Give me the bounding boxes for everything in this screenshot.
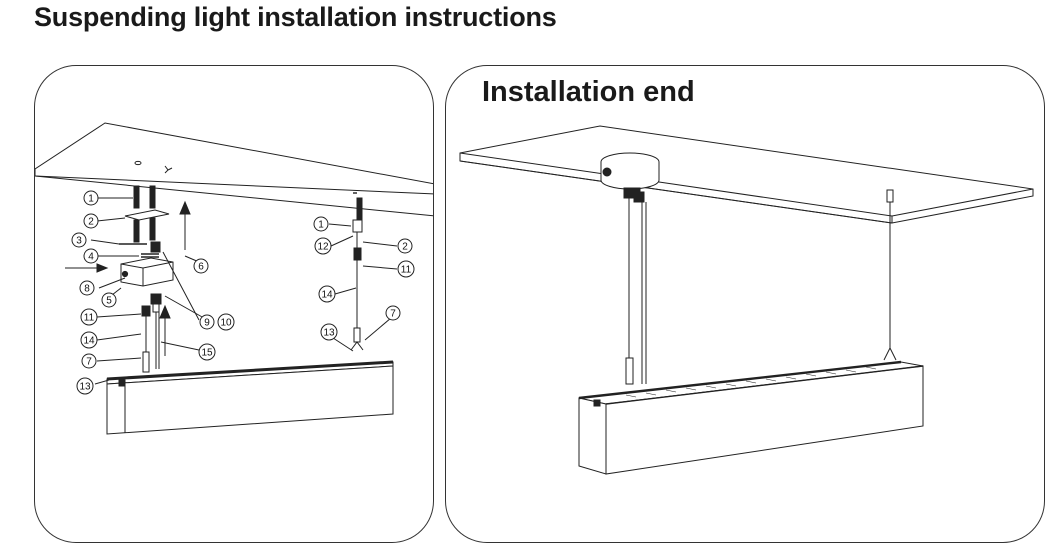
callout-13a: 13 [76,377,94,395]
callout-4: 4 [83,248,99,264]
screw-2b [149,217,156,241]
callout-6: 6 [193,258,209,274]
svg-text:8: 8 [84,284,90,295]
ceiling-plate [459,125,1034,224]
svg-text:7: 7 [390,309,396,320]
svg-text:11: 11 [401,265,412,276]
callout-5: 5 [101,292,117,308]
panel-heading: Installation end [482,76,695,108]
callout-3: 3 [71,232,87,248]
callout-10: 10 [217,313,235,331]
svg-text:4: 4 [88,252,94,263]
exploded-diagram: 1 2 3 4 6 8 5 9 10 11 14 15 7 13 1 12 2 … [35,122,433,435]
svg-text:6: 6 [198,262,204,273]
ceiling-clip [886,189,894,203]
svg-text:12: 12 [317,242,329,253]
ceiling-hole [134,160,142,166]
svg-text:10: 10 [220,318,232,329]
svg-text:1: 1 [318,220,324,231]
callout-7a: 7 [81,353,97,369]
svg-text:2: 2 [88,217,94,228]
canopy [120,257,174,287]
screw-1b [149,185,156,209]
nut [150,241,161,253]
callout-11a: 11 [80,308,98,326]
svg-text:14: 14 [321,290,333,301]
svg-text:9: 9 [204,318,210,329]
mounting-bracket [124,209,170,221]
callout-12: 12 [314,237,332,255]
canopy-screw [121,270,129,278]
callout-8: 8 [79,280,95,296]
luminaire-front [106,365,394,435]
callout-14b: 14 [318,285,336,303]
callout-2b: 2 [397,238,413,254]
callout-labels: 1 2 3 4 6 8 5 9 10 11 14 15 7 13 1 12 2 … [71,190,415,395]
cable-gland [150,293,162,305]
ceiling-hook [164,165,173,174]
svg-text:2: 2 [402,242,408,253]
canopy-screw [602,167,612,177]
callout-2a: 2 [83,213,99,229]
ceiling-clip [352,219,363,233]
svg-text:1: 1 [88,194,94,205]
callout-9: 9 [199,314,215,330]
callout-1a: 1 [83,190,99,206]
callout-13b: 13 [320,323,338,341]
svg-text:14: 14 [83,336,95,347]
exploded-diagram-panel: 1 2 3 4 6 8 5 9 10 11 14 15 7 13 1 12 2 … [34,65,434,543]
screw-1 [133,185,140,209]
gripper [142,351,150,373]
svg-text:11: 11 [84,313,95,324]
svg-text:13: 13 [79,382,91,393]
screw-2 [133,219,140,243]
callout-15: 15 [198,343,216,361]
page-title: Suspending light installation instructio… [34,2,557,32]
ceiling-plate [35,122,433,195]
callout-14a: 14 [80,331,98,349]
svg-text:7: 7 [86,357,92,368]
svg-text:5: 5 [106,296,112,307]
installed-view-panel: Installation end [445,65,1045,543]
luminaire-front [578,397,607,475]
installed-diagram [459,125,1034,475]
callout-7b: 7 [385,305,401,321]
svg-text:13: 13 [323,328,335,339]
svg-text:15: 15 [201,348,213,359]
callout-1b: 1 [313,216,329,232]
callout-11b: 11 [397,260,415,278]
svg-text:3: 3 [76,236,82,247]
